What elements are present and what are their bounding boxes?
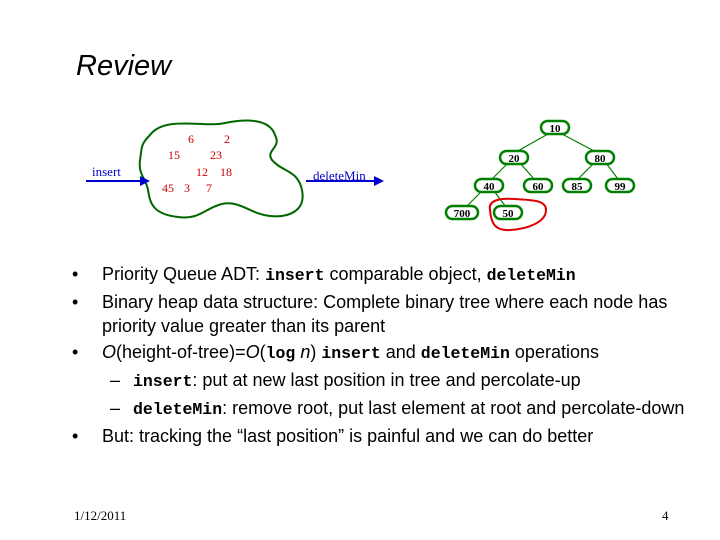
deletemin-arrowhead bbox=[374, 176, 384, 186]
pq-number: 2 bbox=[224, 132, 230, 146]
heap-node-label: 60 bbox=[533, 181, 545, 193]
diagram-area: insert deleteMin 6 2 15 23 12 18 45 3 7 bbox=[86, 119, 636, 232]
bullet-text: : put at new last position in tree and p… bbox=[192, 370, 581, 390]
pq-number: 12 bbox=[196, 165, 208, 179]
code-text: deleteMin bbox=[133, 400, 223, 419]
deletemin-label: deleteMin bbox=[313, 168, 366, 183]
bullet-text: and bbox=[380, 342, 421, 362]
heap-node-label: 20 bbox=[509, 153, 521, 165]
heap-node-20 bbox=[498, 149, 530, 166]
heap-node-50 bbox=[492, 204, 524, 221]
slide-title: Review bbox=[76, 50, 172, 82]
dash-symbol: – bbox=[110, 370, 121, 390]
bullet-item: • O(height-of-tree)=O(log n) insert and … bbox=[70, 340, 710, 366]
code-text: log bbox=[265, 344, 296, 363]
heap-node-60 bbox=[522, 177, 554, 194]
pq-number: 3 bbox=[184, 181, 190, 195]
page-number: 4 bbox=[662, 508, 669, 523]
bullet-text: ( bbox=[259, 342, 266, 362]
footer-date: 1/12/2011 bbox=[74, 508, 127, 523]
insert-arrowhead bbox=[140, 176, 150, 186]
bullet-text: But: tracking the “last position” is pai… bbox=[102, 426, 594, 446]
bullet-text: ) bbox=[310, 342, 322, 362]
bullet-symbol: • bbox=[72, 426, 79, 446]
bullet-text: operations bbox=[509, 342, 599, 362]
code-text: insert bbox=[321, 344, 381, 363]
sub-bullet-item: – deleteMin: remove root, put last eleme… bbox=[70, 396, 710, 422]
heap-node-40 bbox=[473, 177, 505, 194]
pq-number: 18 bbox=[220, 165, 232, 179]
bullet-text: Priority Queue ADT: bbox=[102, 264, 266, 284]
last-position-highlight bbox=[488, 197, 548, 232]
heap-node-700 bbox=[444, 204, 480, 221]
heap-node-99 bbox=[604, 177, 636, 194]
bullet-symbol: • bbox=[72, 342, 79, 362]
heap-node-10 bbox=[539, 119, 571, 136]
pq-number: 6 bbox=[188, 132, 194, 146]
heap-node-label: 99 bbox=[615, 181, 627, 193]
pq-number: 45 bbox=[162, 181, 174, 195]
bullet-text: Binary heap data structure: Complete bin… bbox=[102, 292, 668, 336]
pq-number: 15 bbox=[168, 148, 180, 162]
pq-number: 7 bbox=[206, 181, 212, 195]
code-text: deleteMin bbox=[486, 266, 576, 285]
italic-text: n bbox=[295, 342, 311, 362]
heap-node-label: 10 bbox=[550, 123, 562, 135]
italic-text: O bbox=[102, 342, 117, 362]
insert-label: insert bbox=[92, 164, 121, 179]
sub-bullet-item: – insert: put at new last position in tr… bbox=[70, 368, 710, 394]
code-text: insert bbox=[265, 266, 325, 285]
dash-symbol: – bbox=[110, 398, 121, 418]
heap-node-label: 700 bbox=[454, 208, 471, 220]
heap-node-85 bbox=[561, 177, 593, 194]
bullet-symbol: • bbox=[72, 264, 79, 284]
heap-node-label: 80 bbox=[595, 153, 607, 165]
bullet-text: (height-of-tree)= bbox=[116, 342, 246, 362]
heap-node-label: 85 bbox=[572, 181, 584, 193]
bullet-text: : remove root, put last element at root … bbox=[222, 398, 685, 418]
code-text: insert bbox=[133, 372, 193, 391]
bullet-list: • Priority Queue ADT: insert comparable … bbox=[70, 262, 710, 450]
bullet-symbol: • bbox=[72, 292, 79, 312]
bullet-item: • Priority Queue ADT: insert comparable … bbox=[70, 262, 710, 288]
heap-node-label: 50 bbox=[503, 208, 515, 220]
heap-edges bbox=[465, 133, 619, 208]
italic-text: O bbox=[245, 342, 260, 362]
bullet-text: comparable object, bbox=[324, 264, 487, 284]
heap-node-label: 40 bbox=[484, 181, 496, 193]
heap-node-80 bbox=[584, 149, 616, 166]
pq-number: 23 bbox=[210, 148, 222, 162]
bullet-item: • But: tracking the “last position” is p… bbox=[70, 424, 710, 448]
code-text: deleteMin bbox=[420, 344, 510, 363]
bullet-item: • Binary heap data structure: Complete b… bbox=[70, 290, 710, 338]
